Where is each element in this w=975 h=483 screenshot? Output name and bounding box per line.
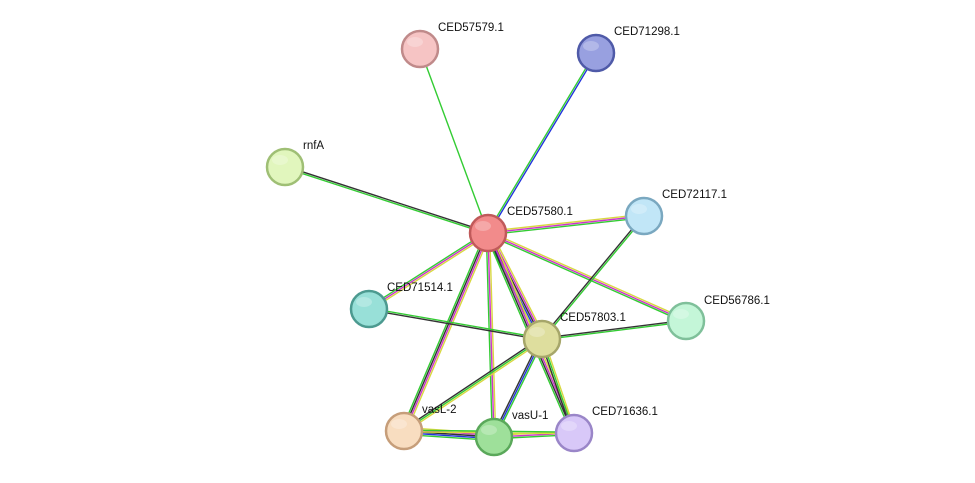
edge-evidence-line [368, 309, 542, 341]
node-label: rnfA [303, 140, 324, 152]
edge-evidence-line [487, 232, 495, 438]
node-label: vasL-2 [422, 404, 457, 416]
edge-evidence-line [488, 53, 598, 234]
node-highlight [475, 221, 491, 231]
edge-evidence-line [487, 215, 645, 234]
edge-evidence-line [404, 339, 544, 433]
node-ced57580-1[interactable]: CED57580.1 [468, 206, 573, 253]
node-label: vasU-1 [512, 410, 548, 422]
node-rnfa[interactable]: rnfA [265, 140, 324, 187]
node-vasl-2[interactable]: vasL-2 [384, 404, 457, 451]
edge-ced57580-1-vasl-2 [401, 231, 491, 433]
edge-evidence-line [486, 52, 596, 233]
edge-evidence-line [285, 165, 489, 233]
node-circle[interactable] [474, 417, 514, 457]
node-label: CED71514.1 [387, 282, 453, 294]
edge-ced72117-1-ced57803-1 [540, 215, 646, 340]
node-label: CED72117.1 [662, 189, 727, 201]
edge-evidence-line [542, 216, 646, 340]
node-circle[interactable] [522, 319, 562, 359]
node-ced71514-1[interactable]: CED71514.1 [349, 282, 453, 329]
nodes-layer: CED57580.1 CED57579.1 CED71298.1 rnfA CED721… [265, 22, 770, 457]
node-circle[interactable] [576, 33, 616, 73]
node-circle[interactable] [384, 411, 424, 451]
node-highlight [561, 421, 577, 431]
edge-evidence-line [368, 232, 489, 310]
node-circle[interactable] [554, 413, 594, 453]
node-circle[interactable] [400, 29, 440, 69]
node-label: CED71298.1 [614, 26, 680, 38]
node-label: CED57803.1 [560, 312, 626, 324]
edge-evidence-line [401, 231, 487, 431]
edge-evidence-line [402, 337, 542, 431]
node-circle[interactable] [349, 289, 389, 329]
edge-ced71514-1-ced57803-1 [368, 307, 543, 341]
node-circle[interactable] [666, 301, 706, 341]
node-ced72117-1[interactable]: CED72117.1 [624, 189, 727, 236]
edge-evidence-line [488, 232, 497, 437]
edge-evidence-line [402, 232, 488, 431]
edge-ced57580-1-ced71514-1 [367, 230, 490, 312]
node-highlight [529, 327, 545, 337]
edge-evidence-line [419, 48, 489, 234]
edge-evidence-line [540, 215, 644, 339]
node-ced71298-1[interactable]: CED71298.1 [576, 26, 680, 73]
node-ced71636-1[interactable]: CED71636.1 [554, 406, 658, 453]
edge-ced57580-1-ced57579-1 [419, 48, 489, 234]
node-ced57579-1[interactable]: CED57579.1 [400, 22, 504, 69]
edges-layer [284, 48, 687, 442]
node-ced57803-1[interactable]: CED57803.1 [522, 312, 626, 359]
node-highlight [391, 419, 407, 429]
edge-evidence-line [485, 233, 494, 438]
edge-ced57580-1-vasu-1 [485, 232, 497, 438]
edge-evidence-line [367, 230, 488, 309]
node-label: CED56786.1 [704, 295, 770, 307]
edge-evidence-line [405, 233, 491, 433]
edge-evidence-line [488, 216, 645, 236]
edge-evidence-line [369, 307, 543, 339]
node-highlight [407, 37, 423, 47]
node-highlight [481, 425, 497, 435]
node-highlight [583, 41, 599, 51]
node-highlight [272, 155, 288, 165]
edge-ced57580-1-ced72117-1 [487, 213, 645, 236]
edge-evidence-line [369, 233, 490, 312]
edge-evidence-line [487, 213, 644, 233]
node-highlight [356, 297, 372, 307]
node-circle[interactable] [468, 213, 508, 253]
edge-evidence-line [487, 233, 686, 324]
edge-ced57580-1-ced71298-1 [486, 52, 598, 234]
node-vasu-1[interactable]: vasU-1 [474, 410, 548, 457]
edge-ced57580-1-ced56786-1 [487, 230, 687, 324]
node-circle[interactable] [624, 196, 664, 236]
edge-evidence-line [490, 231, 546, 338]
node-label: CED57580.1 [507, 206, 573, 218]
node-label: CED57579.1 [438, 22, 504, 34]
edge-evidence-line [404, 233, 490, 432]
edge-evidence-line [541, 319, 686, 339]
node-ced56786-1[interactable]: CED56786.1 [666, 295, 770, 341]
node-circle[interactable] [265, 147, 305, 187]
edge-evidence-line [488, 230, 687, 321]
edge-evidence-line [542, 321, 687, 341]
edge-evidence-line [284, 167, 488, 235]
edge-ced57803-1-vasl-2 [402, 337, 544, 433]
edge-evidence-line [487, 232, 687, 322]
node-label: CED71636.1 [592, 406, 658, 418]
node-highlight [631, 204, 647, 214]
edge-ced57580-1-rnfa [284, 165, 489, 235]
edge-ced56786-1-ced57803-1 [541, 319, 687, 341]
edge-evidence-line [403, 338, 543, 432]
node-highlight [673, 309, 689, 319]
